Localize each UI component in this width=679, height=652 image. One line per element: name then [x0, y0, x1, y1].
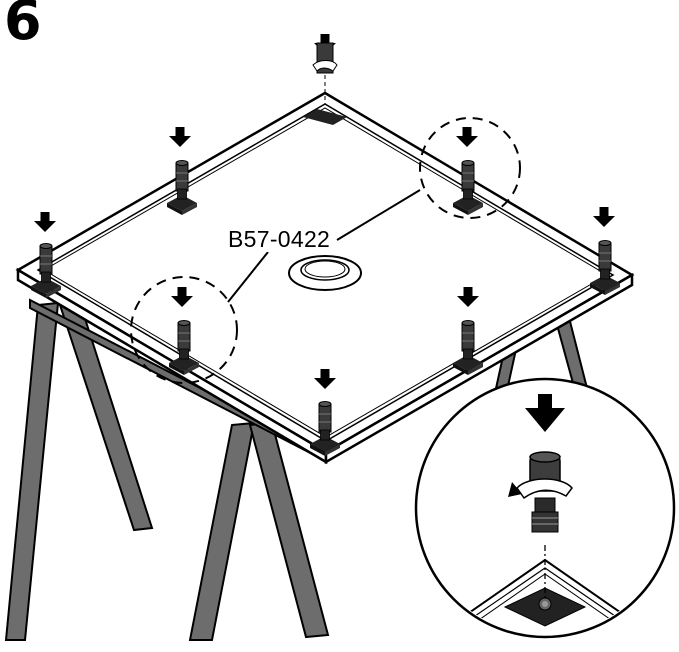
part-code-label: B57-0422 [226, 226, 333, 253]
center-round-pad [288, 255, 362, 291]
callout-leaders [227, 189, 421, 303]
screw-foot-detail [508, 451, 573, 533]
leveling-feet [30, 34, 621, 457]
step-number: 6 [4, 0, 42, 52]
detail-magnifier [414, 377, 676, 639]
highlight-circles [130, 117, 521, 384]
foot-back [303, 109, 347, 125]
